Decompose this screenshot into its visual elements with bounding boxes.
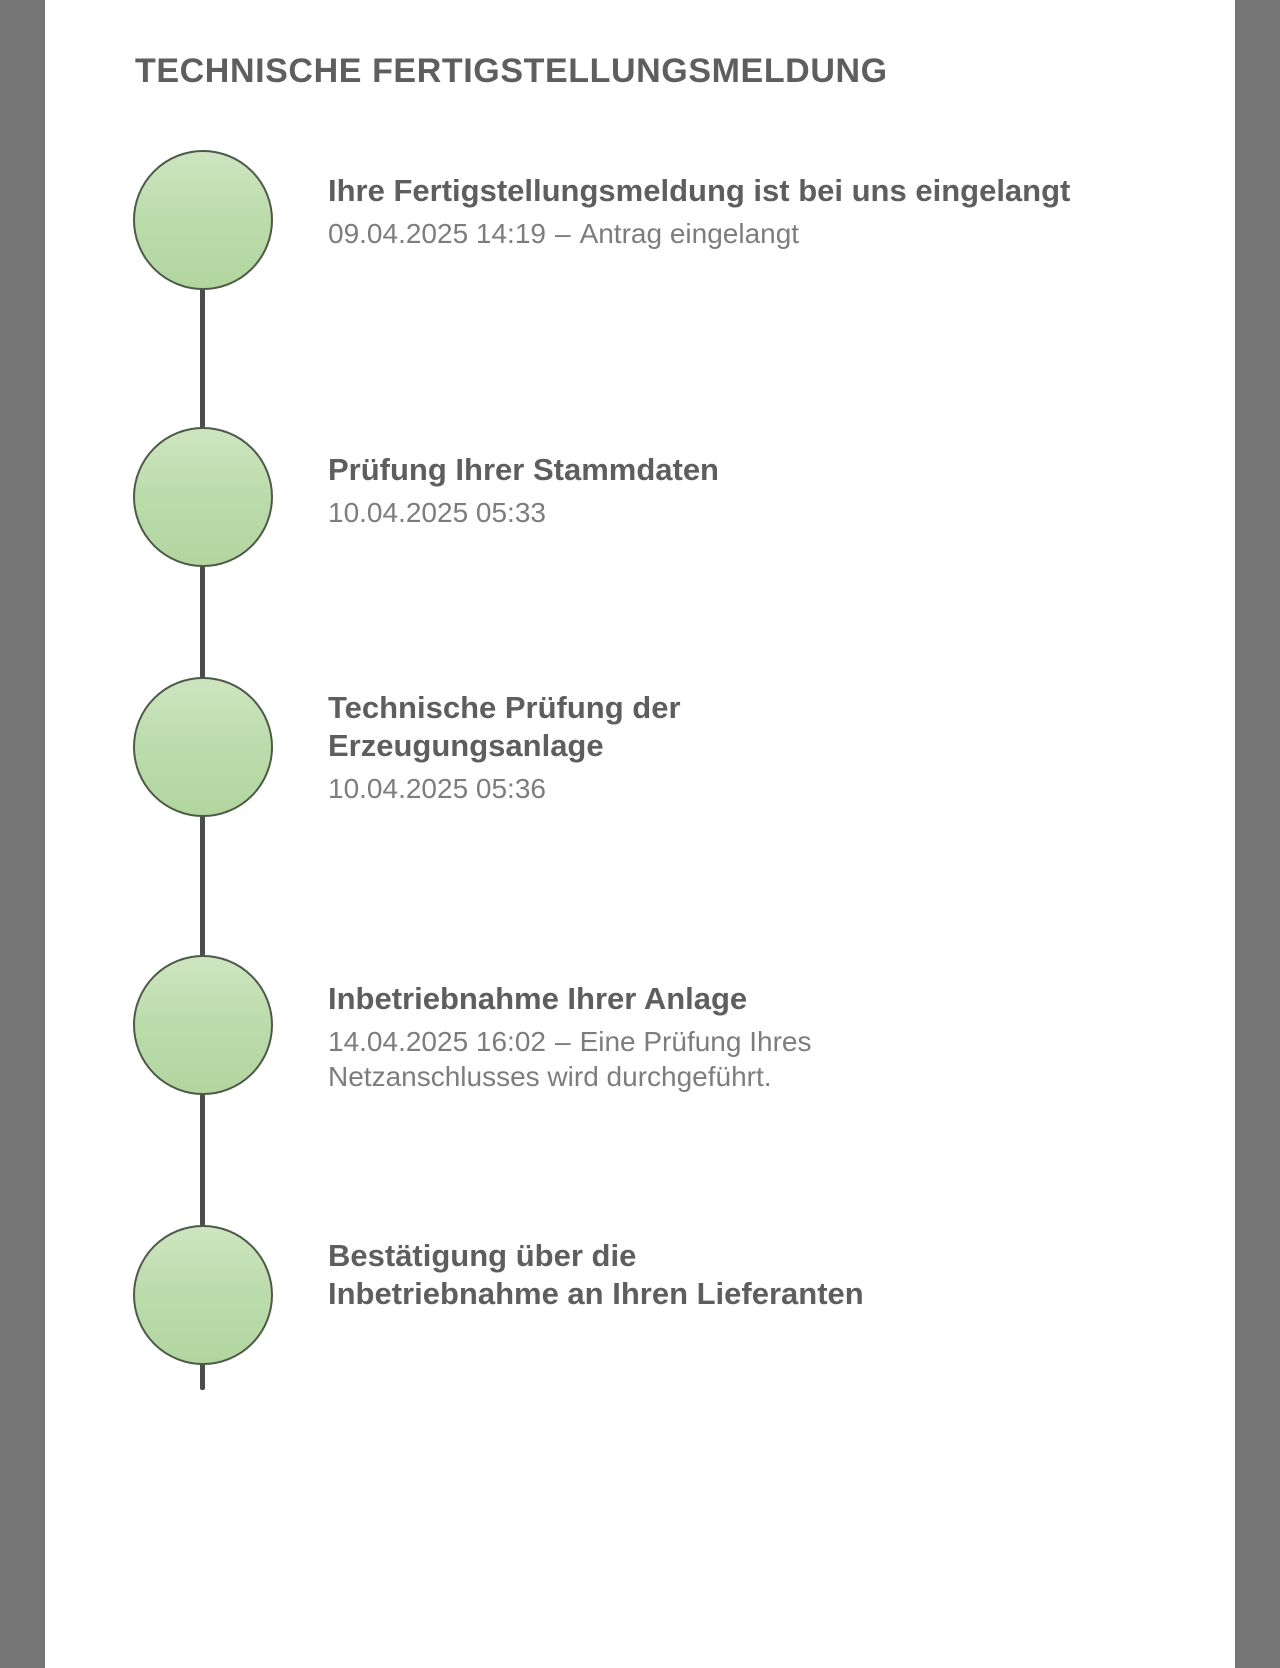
timeline-step-title: Ihre Fertigstellungsmeldung ist bei uns …	[328, 173, 1071, 208]
timeline-step-title: Inbetriebnahme Ihrer Anlage	[328, 981, 748, 1016]
timeline-step-body: Prüfung Ihrer Stammdaten 10.04.2025 05:3…	[328, 451, 1128, 530]
timeline-step-meta: 10.04.2025 05:33	[328, 495, 1128, 531]
timeline-step-title: Technische Prüfung der Erzeugungsanlage	[328, 690, 681, 763]
timeline-step-meta: 09.04.2025 14:19–Antrag eingelangt	[328, 216, 1128, 252]
page-content: TECHNISCHE FERTIGSTELLUNGSMELDUNG Ihre F…	[45, 0, 1235, 1668]
timeline-step-body: Bestätigung über die Inbetriebnahme an I…	[328, 1237, 1128, 1313]
timeline-step-meta: 14.04.2025 16:02–Eine Prüfung Ihres Netz…	[328, 1024, 993, 1095]
timeline-step-marker-done	[133, 677, 273, 817]
timeline-step-marker-done	[133, 1225, 273, 1365]
timeline-step-separator: –	[554, 1025, 571, 1057]
left-frame-bar	[0, 0, 45, 1668]
timeline-step-body: Inbetriebnahme Ihrer Anlage 14.04.2025 1…	[328, 980, 1128, 1095]
right-frame-bar	[1235, 0, 1280, 1668]
timeline-step-title: Bestätigung über die Inbetriebnahme an I…	[328, 1238, 864, 1311]
timeline-step-note: Eine Prüfung Ihres Netzanschlusses wird …	[328, 1025, 812, 1093]
timeline-step-timestamp: 14.04.2025 16:02	[328, 1025, 546, 1057]
timeline-step-marker-done	[133, 150, 273, 290]
timeline-step-timestamp: 10.04.2025 05:33	[328, 496, 546, 528]
page-title: TECHNISCHE FERTIGSTELLUNGSMELDUNG	[135, 52, 888, 90]
timeline-step-body: Ihre Fertigstellungsmeldung ist bei uns …	[328, 172, 1128, 251]
timeline-step-note: Antrag eingelangt	[579, 217, 800, 249]
timeline-step-marker-done	[133, 427, 273, 567]
timeline-step-timestamp: 09.04.2025 14:19	[328, 217, 546, 249]
timeline-step-separator: –	[554, 217, 571, 249]
timeline-step-meta: 10.04.2025 05:36	[328, 771, 1128, 807]
timeline-step-timestamp: 10.04.2025 05:36	[328, 772, 546, 804]
timeline-step-body: Technische Prüfung der Erzeugungsanlage …	[328, 689, 1128, 806]
timeline-step-marker-done	[133, 955, 273, 1095]
timeline-step-title: Prüfung Ihrer Stammdaten	[328, 452, 719, 487]
